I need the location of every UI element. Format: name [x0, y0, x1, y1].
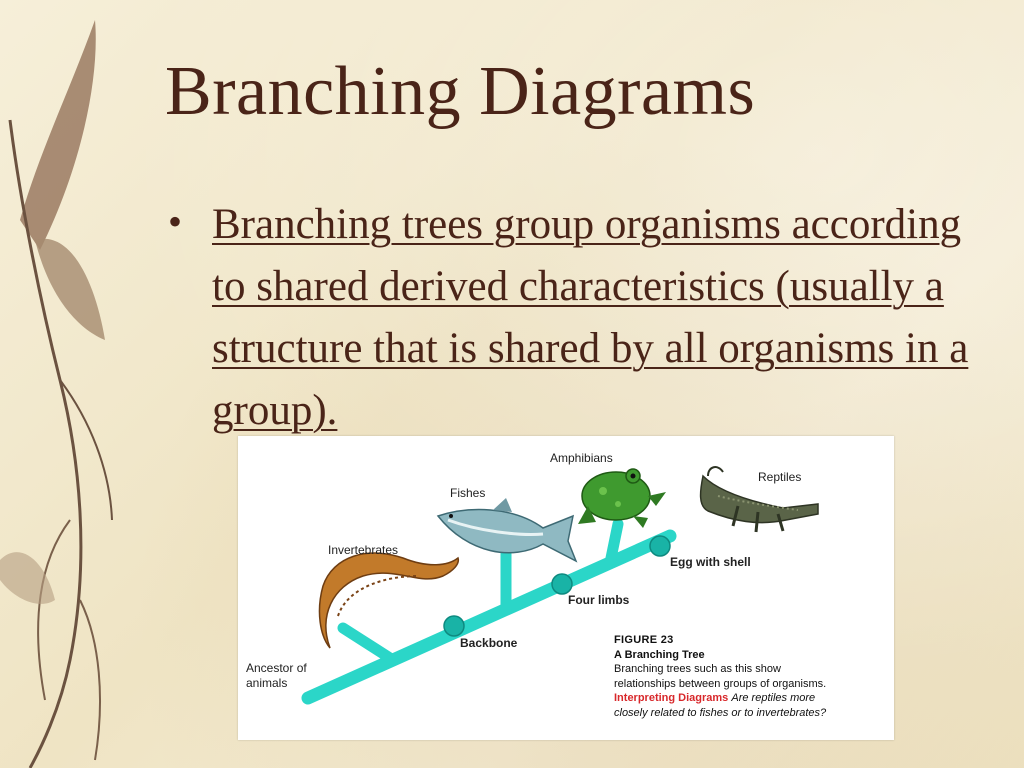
- label-ancestor-line2: animals: [246, 676, 288, 690]
- fish-image: [436, 498, 578, 563]
- label-amphibians: Amphibians: [550, 451, 613, 465]
- label-backbone: Backbone: [460, 636, 518, 650]
- label-four-limbs: Four limbs: [568, 593, 630, 607]
- amphibian-image: [578, 468, 666, 528]
- reptile-image: [699, 466, 819, 533]
- node-four-limbs: [551, 573, 573, 595]
- caption-line1: Branching trees such as this show: [614, 663, 781, 675]
- label-reptiles: Reptiles: [758, 470, 802, 484]
- slide-title: Branching Diagrams: [165, 53, 756, 130]
- invertebrate-image: [318, 552, 460, 649]
- caption-line2: relationships between groups of organism…: [614, 677, 827, 690]
- branch-amphibians: [604, 518, 624, 569]
- branch-invertebrates: [337, 622, 399, 666]
- tree-graphic: [301, 466, 819, 705]
- bullet-marker: •: [168, 199, 183, 244]
- figure-caption: FIGURE 23 A Branching Tree Branching tre…: [614, 633, 826, 720]
- leaf-decoration: [0, 20, 113, 768]
- bullet-point: • Branching trees group organisms accord…: [168, 194, 988, 442]
- caption-question-part1: Are reptiles more: [731, 692, 816, 704]
- caption-prompt-label: Interpreting Diagrams: [614, 692, 729, 704]
- node-backbone: [443, 615, 465, 637]
- branching-tree-figure: Invertebrates Fishes Amphibians Reptiles…: [238, 436, 894, 740]
- caption-figure-number: FIGURE 23: [614, 634, 674, 646]
- caption-title: A Branching Tree: [614, 648, 705, 661]
- label-fishes: Fishes: [450, 486, 486, 500]
- node-egg-with-shell: [649, 535, 671, 557]
- bullet-text-link[interactable]: Branching trees group organisms accordin…: [212, 201, 969, 434]
- caption-question-part2: closely related to fishes or to inverteb…: [614, 706, 827, 719]
- label-invertebrates: Invertebrates: [328, 543, 399, 557]
- label-ancestor-line1: Ancestor of: [246, 661, 307, 675]
- label-egg-with-shell: Egg with shell: [670, 555, 751, 569]
